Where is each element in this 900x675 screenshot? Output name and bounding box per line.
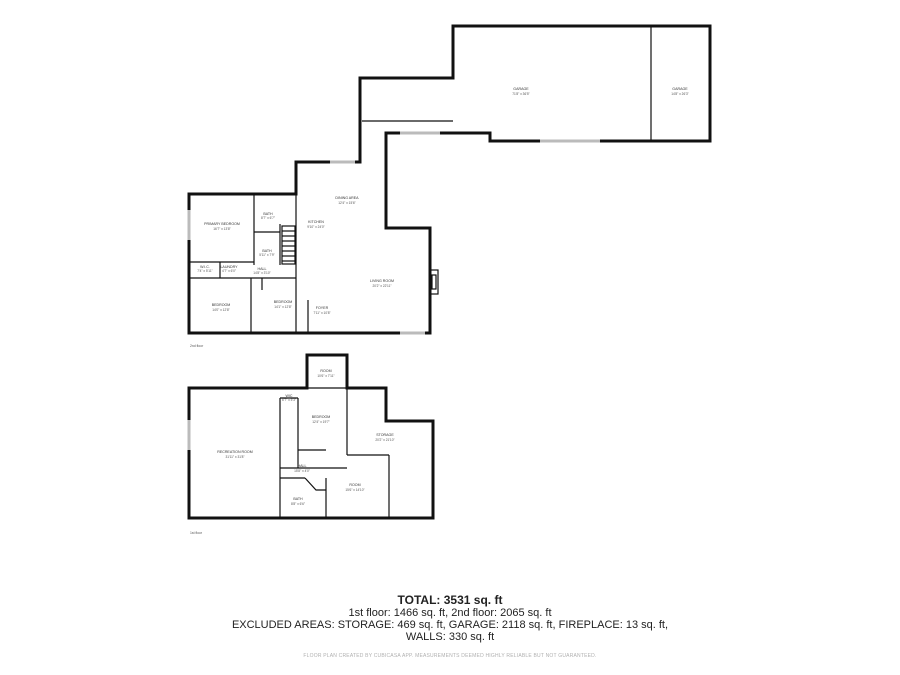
second-floor-interior — [187, 194, 439, 335]
room-dimensions: 71'8" x 36'5" — [512, 92, 529, 96]
room-name: RECREATION ROOM — [217, 450, 252, 454]
room-dimensions: 14'1" x 12'8" — [274, 305, 291, 309]
excluded-areas: EXCLUDED AREAS: STORAGE: 469 sq. ft, GAR… — [231, 619, 669, 631]
room-dimensions: 9'10" x 24'0" — [307, 225, 324, 229]
room-dimensions: 7'4" x 5'11" — [197, 269, 212, 273]
room-labels: GARAGE 71'8" x 36'5" GARAGE 14'8" x 26'3… — [190, 87, 689, 535]
room-dimensions: 6'7" x 5'3" — [282, 398, 296, 402]
room-name: LIVING ROOM — [370, 279, 394, 283]
wall — [304, 477, 326, 491]
room-dimensions: 8'8" x 6'6" — [291, 502, 305, 506]
room-dimensions: 12'4" x 19'7" — [312, 420, 329, 424]
room-dimensions: 14'8" x 3'10" — [253, 271, 270, 275]
garage-wing — [187, 24, 712, 335]
room-name: BEDROOM — [212, 303, 231, 307]
room-name: BEDROOM — [274, 300, 293, 304]
room-dimensions: 14'8" x 26'3" — [671, 92, 688, 96]
room-dimensions: 4'7" x 6'0" — [222, 269, 236, 273]
room-name: BEDROOM — [312, 415, 331, 419]
room-name: KITCHEN — [308, 220, 324, 224]
room-dimensions: 12'4" x 15'6" — [338, 201, 355, 205]
room-name: GARAGE — [672, 87, 688, 91]
room-dimensions: 31'11" x 31'8" — [225, 455, 244, 459]
room-dimensions: 15'6" x 14'10" — [345, 488, 364, 492]
room-name: BATH — [262, 249, 272, 253]
fireplace — [429, 269, 439, 295]
room-name: W.I.C. — [200, 265, 210, 269]
room-name: HALL — [258, 267, 267, 271]
total-area: TOTAL: 3531 sq. ft — [397, 593, 503, 607]
room-name: ROOM — [320, 369, 331, 373]
room-dimensions: 15'8" x 4'0" — [294, 469, 310, 473]
room-name: WIC — [286, 394, 293, 398]
room-name: GARAGE — [513, 87, 529, 91]
floor-label: 1st floor — [190, 531, 203, 535]
room-name: DINING AREA — [335, 196, 359, 200]
room-dimensions: 8'7" x 6'7" — [261, 216, 275, 220]
disclaimer: FLOOR PLAN CREATED BY CUBICASA APP. MEAS… — [303, 653, 597, 659]
room-name: STORAGE — [376, 433, 394, 437]
floor-areas: 1st floor: 1466 sq. ft, 2nd floor: 2065 … — [348, 607, 552, 619]
staircase — [281, 225, 296, 265]
walls-area: WALLS: 330 sq. ft — [405, 631, 495, 643]
room-dimensions: 10'6" x 7'11" — [317, 374, 334, 378]
room-name: LAUNDRY — [220, 265, 238, 269]
room-name: FOYER — [316, 306, 329, 310]
room-name: BATH — [293, 497, 303, 501]
upper-floor-outline — [187, 24, 712, 335]
first-floor — [187, 353, 435, 520]
room-name: ROOM — [349, 483, 360, 487]
area-summary: TOTAL: 3531 sq. ft 1st floor: 1466 sq. f… — [0, 593, 900, 643]
room-dimensions: 20'2" x 21'10" — [375, 438, 394, 442]
room-dimensions: 16'7" x 13'8" — [213, 227, 230, 231]
room-name: HALL — [298, 464, 307, 468]
room-name: BATH — [263, 212, 273, 216]
room-dimensions: 14'0" x 12'8" — [212, 308, 229, 312]
room-dimensions: 20'2" x 22'11" — [372, 284, 391, 288]
room-dimensions: 5'11" x 7'9" — [259, 253, 274, 257]
lower-floor-outline — [187, 353, 435, 520]
room-name: PRIMARY BEDROOM — [204, 222, 240, 226]
floor-label: 2nd floor — [190, 344, 204, 348]
room-dimensions: 7'11" x 10'8" — [313, 311, 330, 315]
